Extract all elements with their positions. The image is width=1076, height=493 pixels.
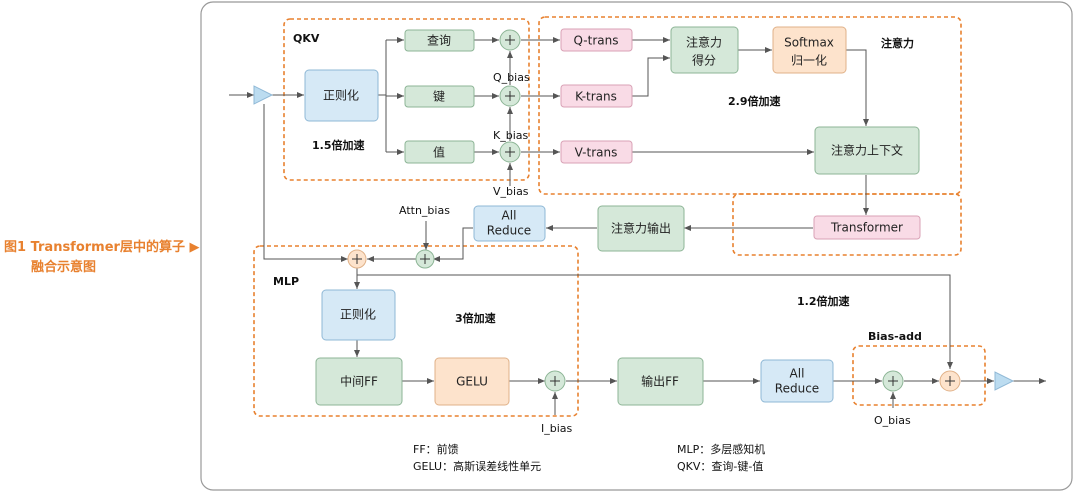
attn-output-box [597,205,685,252]
allreduce1-box [473,205,546,242]
legend-gelu: GELU：高斯误差线性单元 [413,459,541,473]
adder-attn-bias-icon [415,249,435,269]
q-trans-text: Q-trans [574,34,619,48]
mlp-group [253,245,579,417]
query-text: 查询 [427,34,451,48]
mid-ff-text: 中间FF [340,374,378,389]
adder-v-icon [499,141,521,163]
mlp-label: MLP [273,275,299,288]
norm1-box [304,69,379,122]
adder-i-bias-icon [544,370,566,392]
allreduce2-box [760,359,834,403]
bias-add-label: Bias-add [868,330,922,343]
value-box [404,140,475,164]
transformer-text: Transformer [830,221,903,235]
mid-ff-box [315,357,403,406]
attention-label: 注意力 [881,36,914,50]
attn-output-text: 注意力输出 [611,221,671,236]
allreduce1-text-1: All [502,209,517,223]
output-speedup: 1.2倍加速 [797,294,850,308]
allreduce2-text-1: All [790,367,805,381]
adder-q-icon [499,29,521,51]
attn-score-box [670,26,739,74]
norm1-text: 正则化 [323,89,359,103]
k-trans-box [560,84,633,108]
attention-speedup: 2.9倍加速 [728,94,781,108]
v-bias-label: V_bias [493,185,529,198]
transformer-box [813,215,921,240]
qkv-group [283,18,530,181]
output-triangle-icon [994,371,1015,391]
query-box [404,29,475,52]
allreduce2-text-2: Reduce [775,382,819,396]
v-trans-text: V-trans [575,146,618,160]
legend-ff: FF：前馈 [413,442,459,456]
attn-context-box [814,126,920,175]
caption-line1: 图1 Transformer层中的算子 ▶ [4,240,200,255]
softmax-text-2: 归一化 [791,54,827,68]
attn-score-text-2: 得分 [692,53,716,68]
input-triangle-icon [253,85,274,105]
k-trans-text: K-trans [575,90,617,104]
o-bias-label: O_bias [874,414,911,427]
attn-score-text-1: 注意力 [686,35,722,50]
v-trans-box [560,140,633,164]
adder-k-icon [499,85,521,107]
allreduce1-text-2: Reduce [487,224,531,238]
adder-residual2-icon [939,370,961,392]
legend-qkv: QKV：查询-键-值 [677,459,763,473]
q-bias-label: Q_bias [493,71,530,84]
transformer-group [732,193,962,256]
norm2-box [321,289,396,341]
k-bias-label: K_bias [493,129,528,142]
mlp-speedup: 3倍加速 [455,311,496,325]
figure-caption: 图1 Transformer层中的算子 ▶ 融合示意图 [4,238,200,278]
out-ff-box [617,357,704,406]
gelu-box [434,357,510,406]
bias-add-group [852,345,986,406]
softmax-box [772,26,847,74]
key-box [404,85,475,108]
i-bias-label: I_bias [541,422,573,435]
out-ff-text: 输出FF [641,374,679,389]
q-trans-box [560,28,633,52]
attn-context-text: 注意力上下文 [831,143,903,158]
softmax-text-1: Softmax [784,36,834,50]
legend-mlp: MLP：多层感知机 [677,442,765,456]
attn-bias-label: Attn_bias [399,204,450,217]
caption-line2: 融合示意图 [31,260,97,275]
gelu-text: GELU [456,375,488,389]
norm2-text: 正则化 [340,308,376,322]
key-text: 键 [433,90,445,104]
qkv-label: QKV [293,32,320,45]
value-text: 值 [433,145,445,160]
adder-o-bias-icon [882,370,904,392]
adder-residual1-icon [347,249,367,269]
qkv-speedup: 1.5倍加速 [312,138,365,152]
